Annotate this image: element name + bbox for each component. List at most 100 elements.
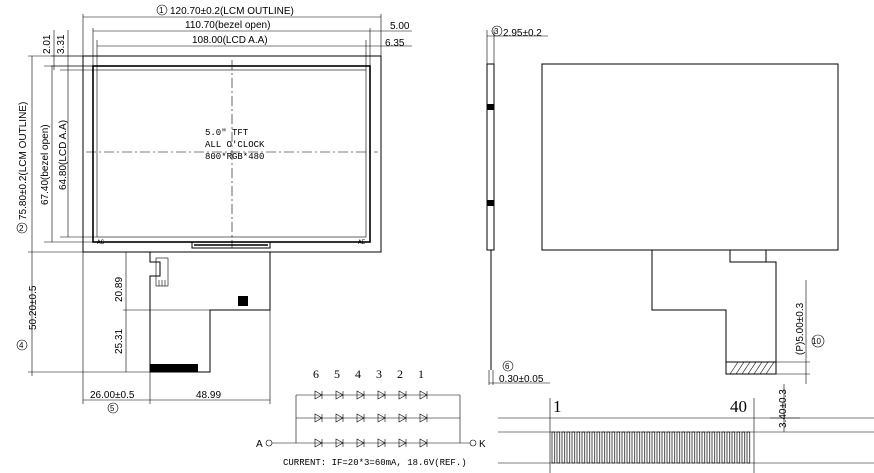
screen-text-resolution: 800*RGB*480	[205, 152, 264, 162]
led-diodes-row-2	[314, 413, 428, 423]
dim-fpc-total-height: 4 50.20±0.5	[16, 252, 150, 376]
connector-pin	[636, 431, 641, 464]
connector-height-label: 3.40±0.3	[778, 389, 789, 428]
connector-pin	[586, 431, 591, 464]
anode-label: A	[256, 439, 263, 450]
cathode-terminal	[469, 439, 477, 447]
connector-pin	[666, 431, 671, 464]
connector-pins	[551, 431, 751, 464]
side-tab-1	[487, 104, 494, 110]
connector-pin	[591, 431, 596, 464]
connector-pin	[726, 431, 731, 464]
back-fpc-tab	[729, 249, 767, 263]
dim-bezel-open-width-label: 110.70(bezel open)	[185, 20, 270, 31]
connector-pin	[581, 431, 586, 464]
callout-3: 3	[494, 27, 499, 36]
connector-pin	[731, 431, 736, 464]
connector-pin	[576, 431, 581, 464]
fpc-contacts	[150, 364, 198, 372]
connector-pin	[571, 431, 576, 464]
connector-pin	[686, 431, 691, 464]
led-current-label: CURRENT: IF=20*3=60mA, 18.6V(REF.)	[283, 458, 467, 468]
dim-lcm-outline-height: 2 75.80±0.2(LCM OUTLINE)	[16, 55, 83, 253]
dim-bezel-open-height-label: 67.40(bezel open)	[40, 124, 51, 205]
connector-pin-first: 1	[553, 397, 562, 416]
anode-terminal	[265, 439, 273, 447]
callout-6: 6	[505, 362, 510, 371]
connector-pin	[671, 431, 676, 464]
dim-fpc-width-label: 48.99	[196, 390, 221, 401]
connector-pin	[721, 431, 726, 464]
dim-bezel-open-height: 67.40(bezel open)	[40, 65, 93, 243]
connector-pin	[641, 431, 646, 464]
connector-pin	[566, 431, 571, 464]
connector-pin	[621, 431, 626, 464]
side-tab-2	[487, 200, 494, 206]
back-fpc-contacts-bg	[725, 361, 777, 375]
connector-detail: 1 40 3.40±0.3	[498, 384, 874, 473]
lcm-outline	[82, 55, 382, 253]
callout-1: 1	[159, 6, 164, 15]
dim-fpc-offset-label: 26.00±0.5	[90, 390, 135, 401]
dim-top-gap-1-label: 2.01	[42, 34, 53, 54]
led-col-5: 5	[334, 367, 340, 381]
connector-pin-last: 40	[730, 397, 747, 416]
dim-bezel-open-width: 110.70(bezel open)	[92, 20, 371, 66]
led-col-3: 3	[376, 367, 382, 381]
dim-right-gaps: 5.00 6.35	[366, 21, 412, 49]
corner-mark-right: AE	[358, 239, 366, 246]
connector-pin	[696, 431, 701, 464]
connector-pin	[676, 431, 681, 464]
dim-right-gap-2-label: 6.35	[385, 38, 405, 49]
led-col-2: 2	[397, 367, 403, 381]
dim-right-gap-1-label: 5.00	[390, 21, 410, 32]
led-diodes-row-1	[314, 390, 428, 400]
dim-fpc-upper-label: 20.89	[114, 277, 125, 302]
callout-10: 10	[812, 337, 821, 346]
dim-fpc-offset: 26.00±0.5 5	[82, 252, 151, 414]
dim-lcm-outline-width: 1 120.70±0.2(LCM OUTLINE)	[82, 4, 382, 56]
dim-fpc-width: 48.99	[150, 310, 271, 404]
dim-lcm-outline-height-label: 75.80±0.2(LCM OUTLINE)	[18, 102, 29, 220]
dim-fpc-lower-label: 25.31	[114, 329, 125, 354]
connector-pin	[691, 431, 696, 464]
connector-pin	[651, 431, 656, 464]
connector-pin	[626, 431, 631, 464]
led-col-6: 6	[313, 367, 319, 381]
fpc-chip	[238, 296, 248, 306]
corner-mark-left: AG	[97, 239, 105, 246]
dim-lcd-aa-width-label: 108.00(LCD A.A)	[192, 35, 268, 46]
connector-pin	[701, 431, 706, 464]
led-col-1: 1	[418, 367, 424, 381]
callout-5: 5	[110, 404, 115, 413]
dim-fpc-total-height-label: 50.20±0.5	[28, 285, 39, 330]
pitch-label: (P)5.00±0.3	[795, 302, 806, 355]
back-view: (P)5.00±0.3 10	[541, 63, 839, 384]
connector-pin	[741, 431, 746, 464]
side-view: 3 2.95±0.2 6 0.30±0.05	[486, 25, 550, 385]
screen-text-brand: ALL O'CLOCK	[205, 140, 265, 150]
back-fpc	[651, 250, 777, 375]
led-diodes-row-3	[314, 438, 428, 448]
connector-pin	[681, 431, 686, 464]
connector-pin	[746, 431, 751, 464]
dim-top-gap-2-label: 3.31	[56, 34, 67, 54]
led-circuit: 6 5 4 3 2 1 A K	[256, 367, 486, 468]
dim-lcm-outline-width-label: 120.70±0.2(LCM OUTLINE)	[170, 6, 294, 17]
dim-lcd-aa-height-label: 64.80(LCD A.A)	[58, 120, 69, 190]
connector-pin	[556, 431, 561, 464]
callout-2: 2	[19, 224, 24, 233]
connector-pin	[716, 431, 721, 464]
connector-pin	[601, 431, 606, 464]
dim-lcd-aa-width: 108.00(LCD A.A)	[96, 35, 367, 70]
dim-lcd-aa-height: 64.80(LCD A.A)	[58, 69, 97, 238]
connector-pin	[561, 431, 566, 464]
dim-top-gaps: 2.01 3.31	[42, 30, 93, 70]
cathode-label: K	[479, 439, 486, 450]
dim-fpc-lower: 25.31	[114, 310, 127, 372]
connector-pin	[616, 431, 621, 464]
connector-pin	[606, 431, 611, 464]
back-body	[541, 63, 839, 251]
screen-text-size: 5.0" TFT	[205, 128, 249, 138]
